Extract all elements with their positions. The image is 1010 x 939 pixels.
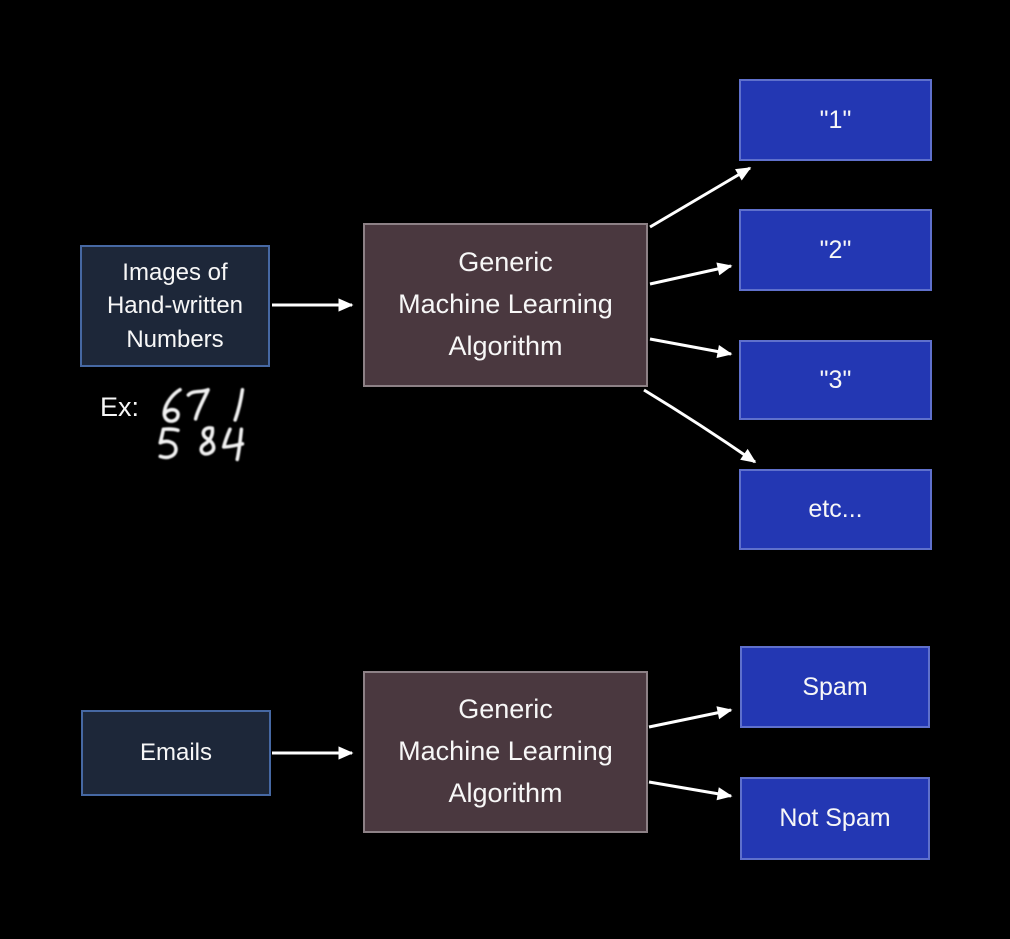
output-node-digit-1: "1" — [739, 79, 932, 161]
digit-5 — [158, 427, 180, 460]
arrow-ml-to-spam — [648, 706, 733, 729]
digit-8 — [199, 426, 216, 456]
output-node-spam: Spam — [740, 646, 930, 728]
ml-algorithm-node-top: Generic Machine Learning Algorithm — [363, 223, 648, 387]
digit-4 — [221, 427, 245, 462]
arrow-ml-to-2 — [649, 262, 733, 286]
example-prefix-label: Ex: — [100, 392, 140, 422]
arrow-ml-to-notspam — [648, 780, 733, 801]
output-node-digit-3: "3" — [739, 340, 932, 420]
digit-7 — [186, 387, 210, 421]
output-node-digit-2: "2" — [739, 209, 932, 291]
output-node-etc: etc... — [739, 469, 932, 550]
ml-algorithm-node-bottom: Generic Machine Learning Algorithm — [363, 671, 648, 833]
digit-6 — [162, 387, 182, 423]
arrow-ml-to-3 — [649, 337, 733, 359]
output-node-not-spam: Not Spam — [740, 777, 930, 860]
handwritten-digits-illustration — [158, 387, 245, 462]
input-node-emails: Emails — [81, 710, 271, 796]
input-node-handwritten-images: Images of Hand-written Numbers — [80, 245, 270, 367]
arrow-ml-to-1 — [649, 166, 752, 229]
digit-1 — [233, 387, 245, 422]
